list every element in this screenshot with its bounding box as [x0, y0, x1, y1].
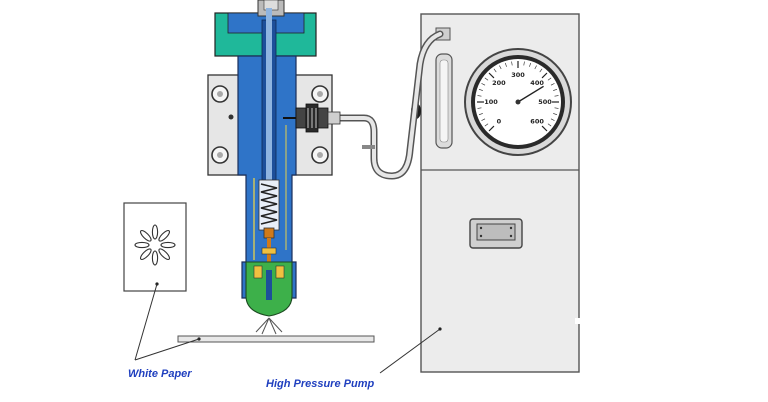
- spray-petal: [160, 241, 176, 249]
- spray-petal: [151, 250, 159, 266]
- spray-petal: [151, 224, 159, 240]
- gauge-tick: [541, 125, 548, 132]
- gauge-tick: [481, 83, 486, 86]
- gauge-tick: [541, 72, 548, 79]
- gauge-tick: [488, 125, 495, 132]
- gauge-tick: [493, 68, 497, 73]
- gauge-tick: [529, 62, 531, 67]
- gauge-tick-label: 500: [538, 98, 552, 106]
- handle-icon: [469, 218, 523, 249]
- gauge-tick: [511, 61, 513, 66]
- gauge-tick: [499, 65, 502, 70]
- white-paper-plate: [177, 335, 375, 343]
- gauge-tick: [554, 107, 559, 109]
- gauge-tick-label: 0: [497, 117, 502, 125]
- gauge-tick-label: 300: [511, 71, 525, 79]
- spray-pattern-icon: [123, 202, 187, 292]
- gauge-needle: [517, 85, 544, 103]
- injector-inlet-fitting: [295, 103, 341, 133]
- gauge-tick: [477, 107, 482, 109]
- gauge-tick: [481, 118, 486, 121]
- gauge-tick: [550, 118, 555, 121]
- pressure-gauge-icon: 0 100 200 300 400 500 600: [464, 48, 572, 156]
- spray-petal: [158, 248, 171, 261]
- spray-petal: [139, 248, 152, 261]
- leader-lines: [134, 283, 441, 374]
- gauge-tick: [547, 77, 552, 81]
- gauge-tick: [478, 89, 483, 91]
- spray-petal: [158, 229, 171, 242]
- injector-icon: [207, 0, 333, 335]
- white-paper-label: White Paper: [128, 368, 192, 380]
- spray-petal: [134, 241, 150, 249]
- gauge-tick-label: 200: [492, 79, 506, 87]
- gauge-ticks: 0 100 200 300 400 500 600: [477, 61, 559, 132]
- gauge-tick: [523, 61, 525, 66]
- high-pressure-hose: [334, 30, 444, 180]
- gauge-tick-label: 100: [484, 98, 498, 106]
- gauge-tick: [477, 95, 482, 97]
- gauge-tick: [484, 77, 489, 81]
- gauge-tick: [484, 123, 489, 127]
- gauge-tick: [488, 72, 495, 79]
- gauge-tick: [478, 113, 483, 115]
- gauge-tick: [554, 95, 559, 97]
- gauge-tick: [550, 83, 555, 86]
- gauge-tick: [553, 89, 558, 91]
- gauge-tick: [539, 68, 543, 73]
- spray-petal: [139, 229, 152, 242]
- gauge-tick: [505, 62, 507, 67]
- high-pressure-pump-label: High Pressure Pump: [266, 378, 374, 390]
- gauge-tick-label: 400: [530, 79, 544, 87]
- gauge-tick: [534, 65, 537, 70]
- gauge-tick: [547, 123, 552, 127]
- gauge-tick-label: 600: [530, 117, 544, 125]
- gauge-tick: [553, 113, 558, 115]
